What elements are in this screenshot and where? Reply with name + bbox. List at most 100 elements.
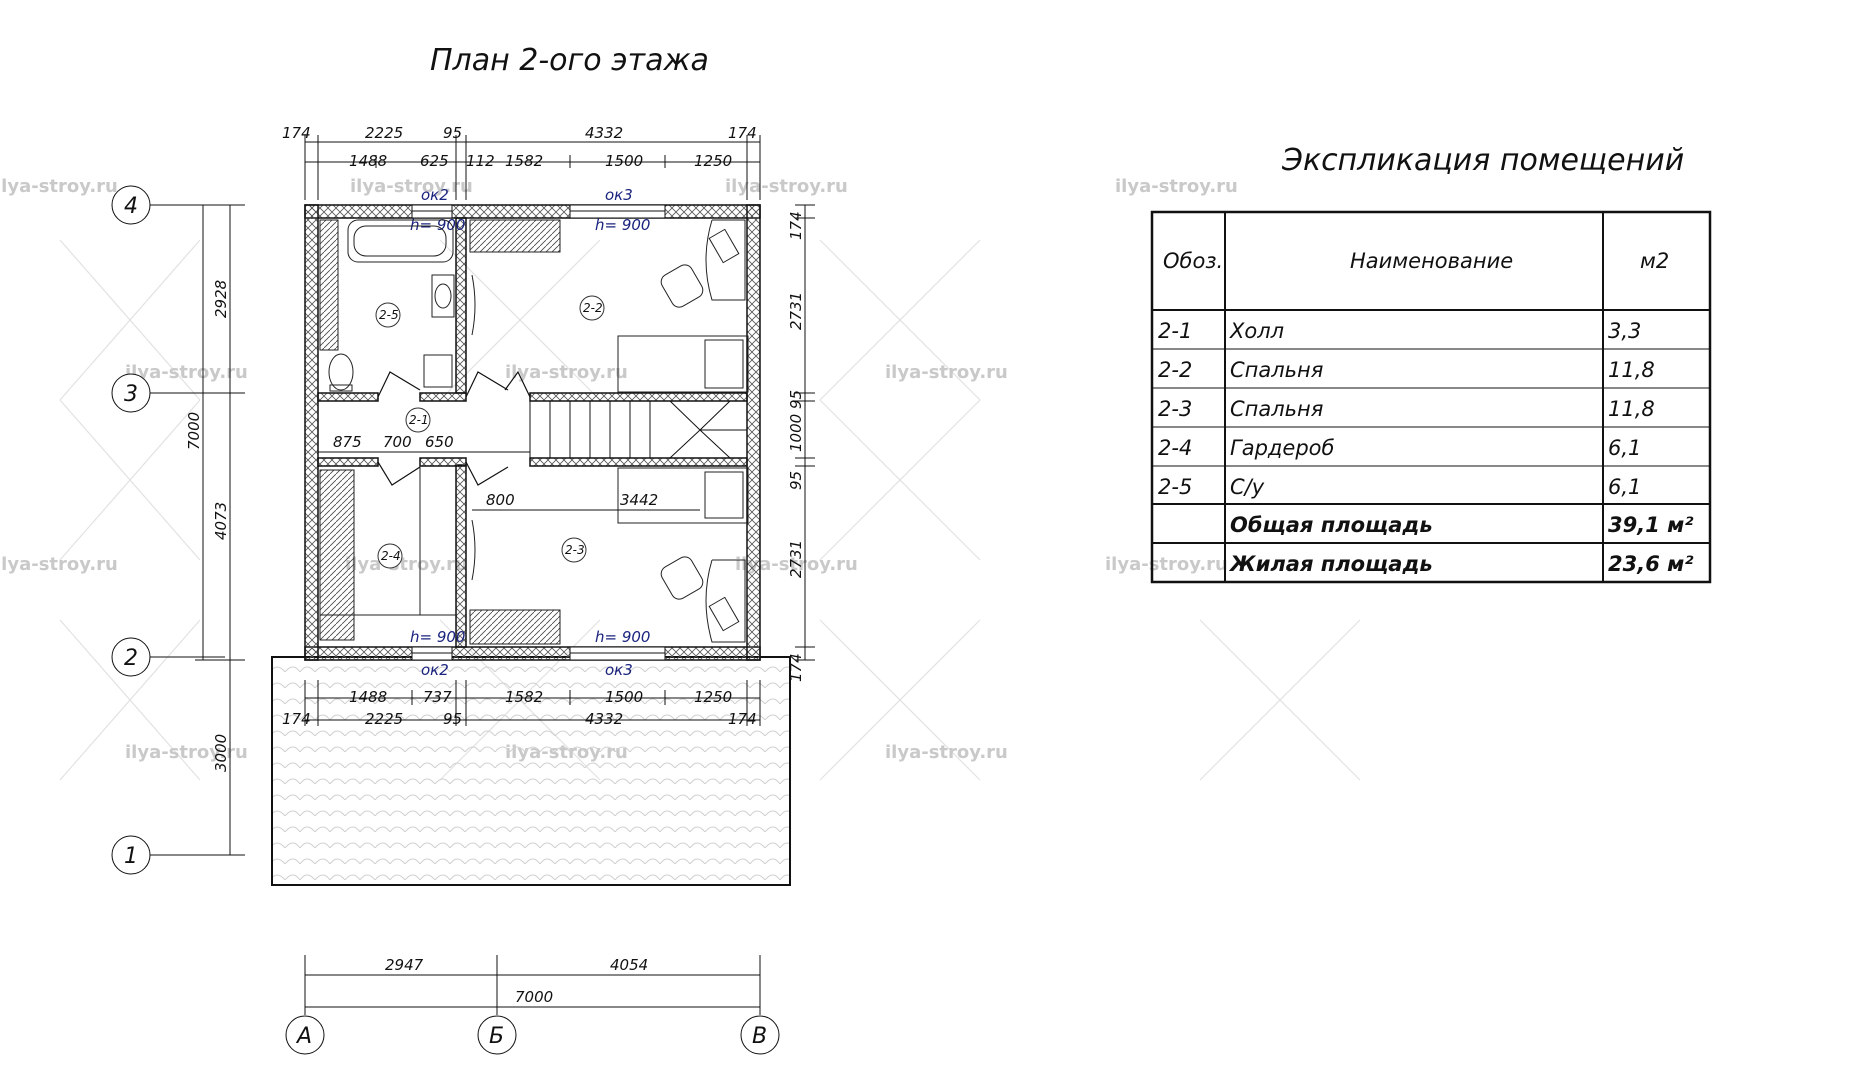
dim-top-outer-0: 174 <box>282 124 311 142</box>
dim-top-outer-3: 4332 <box>585 124 623 142</box>
dim-top-outer-1: 2225 <box>365 124 403 142</box>
window-label-ok3-bottom: ок3 <box>605 661 633 679</box>
axis-columns <box>285 955 780 1055</box>
svg-text:ilya-stroy.ru: ilya-stroy.ru <box>725 176 848 197</box>
table-row-0-name: Холл <box>1229 319 1284 343</box>
dim-inner-3442: 3442 <box>620 491 658 509</box>
window-label-ok2-bottom: ок2 <box>421 661 449 679</box>
dim-left-7000: 7000 <box>185 412 203 450</box>
dim-left-3000: 3000 <box>212 734 230 772</box>
dim-inner-800: 800 <box>486 491 515 509</box>
dim-bottom-inner-4: 1250 <box>694 688 732 706</box>
svg-text:ilya-stroy.ru: ilya-stroy.ru <box>0 176 118 197</box>
svg-text:ilya-stroy.ru: ilya-stroy.ru <box>735 554 858 575</box>
axis-row-2: 2 <box>124 646 138 671</box>
table-row-4-name: С/у <box>1230 475 1265 499</box>
dim-top-inner-1: 625 <box>420 152 449 170</box>
table-row-2-code: 2-3 <box>1158 397 1192 421</box>
dim-bottom-outer-3: 4332 <box>585 710 623 728</box>
svg-text:ilya-stroy.ru: ilya-stroy.ru <box>125 742 248 763</box>
dim-top-outer-4: 174 <box>728 124 757 142</box>
dim-top-inner-4: 1500 <box>605 152 643 170</box>
dimension-lines-bottom <box>304 680 761 726</box>
table-title: Экспликация помещений <box>1281 143 1684 178</box>
dim-top-inner-0: 1488 <box>349 152 387 170</box>
table-header-name: Наименование <box>1350 249 1513 273</box>
table-header-area: м2 <box>1640 249 1669 273</box>
dim-right-1: 2731 <box>787 292 805 330</box>
svg-text:ilya-stroy.ru: ilya-stroy.ru <box>125 362 248 383</box>
dim-bottom-inner-3: 1500 <box>605 688 643 706</box>
room-tags <box>375 295 605 569</box>
staircase <box>529 400 748 459</box>
dim-hall-875: 875 <box>333 433 362 451</box>
table-living-area: 23,6 м² <box>1608 552 1694 576</box>
table-row-1-code: 2-2 <box>1158 358 1192 382</box>
room-tag-2-5: 2-5 <box>379 308 399 322</box>
svg-text:ilya-stroy.ru: ilya-stroy.ru <box>1115 176 1238 197</box>
axis-col-v: В <box>752 1024 767 1049</box>
dim-top-inner-3: 1582 <box>505 152 543 170</box>
dim-right-4: 2731 <box>787 540 805 578</box>
svg-text:ilya-stroy.ru: ilya-stroy.ru <box>350 176 473 197</box>
room-tag-2-4: 2-4 <box>381 549 401 563</box>
dim-axis-7000: 7000 <box>515 988 553 1006</box>
dim-left-4073: 4073 <box>212 502 230 540</box>
dim-right-5: 174 <box>787 653 805 682</box>
table-row-1-area: 11,8 <box>1608 358 1655 382</box>
explication-table <box>1150 210 1712 584</box>
dim-bottom-inner-0: 1488 <box>349 688 387 706</box>
window-height-bottom-right: h= 900 <box>595 628 650 646</box>
table-total-area: 39,1 м² <box>1608 513 1694 537</box>
table-row-2-area: 11,8 <box>1608 397 1655 421</box>
table-total-name: Общая площадь <box>1230 513 1433 537</box>
dim-right-2: 1000 95 <box>787 390 805 452</box>
dim-top-inner-5: 1250 <box>694 152 732 170</box>
dim-bottom-outer-1: 2225 <box>365 710 403 728</box>
axis-col-b: Б <box>489 1024 504 1049</box>
dim-bottom-outer-4: 174 <box>728 710 757 728</box>
dim-hall-700: 700 <box>383 433 412 451</box>
furniture <box>319 219 749 645</box>
table-row-0-code: 2-1 <box>1158 319 1192 343</box>
room-tag-2-3: 2-3 <box>565 543 585 557</box>
walls <box>304 204 761 661</box>
room-tag-2-2: 2-2 <box>583 301 603 315</box>
dim-axis-2947: 2947 <box>385 956 424 974</box>
dim-axis-4054: 4054 <box>610 956 648 974</box>
plan-title: План 2-ого этажа <box>430 43 709 78</box>
dimension-lines-top <box>304 135 761 200</box>
watermark-pattern <box>59 239 1361 781</box>
window-height-top-left: h= 900 <box>410 216 465 234</box>
table-row-4-area: 6,1 <box>1608 475 1641 499</box>
window-height-bottom-left: h= 900 <box>410 628 465 646</box>
dim-hall-650: 650 <box>425 433 454 451</box>
table-header-code: Обоз. <box>1163 249 1223 273</box>
dim-bottom-inner-1: 737 <box>423 688 452 706</box>
axis-col-a: А <box>295 1024 312 1049</box>
window-label-ok3-top: ок3 <box>605 186 633 204</box>
table-living-name: Жилая площадь <box>1228 552 1433 576</box>
svg-text:ilya-stroy.ru: ilya-stroy.ru <box>885 362 1008 383</box>
dim-right-0: 174 <box>787 211 805 240</box>
svg-text:ilya-stroy.ru: ilya-stroy.ru <box>505 362 628 383</box>
svg-text:ilya-stroy.ru: ilya-stroy.ru <box>0 554 118 575</box>
axis-row-3: 3 <box>124 382 138 407</box>
svg-text:ilya-stroy.ru: ilya-stroy.ru <box>345 554 468 575</box>
doors <box>377 370 531 486</box>
axis-row-4: 4 <box>124 194 138 219</box>
table-row-2-name: Спальня <box>1230 397 1323 421</box>
svg-text:ilya-stroy.ru: ilya-stroy.ru <box>1105 554 1228 575</box>
room-tag-2-1: 2-1 <box>409 413 429 427</box>
axis-row-1: 1 <box>124 844 138 869</box>
axis-rows <box>111 185 225 875</box>
dim-right-3: 95 <box>787 471 805 490</box>
table-row-4-code: 2-5 <box>1158 475 1192 499</box>
dim-left-2928: 2928 <box>212 280 230 318</box>
windows <box>411 204 666 661</box>
table-row-3-code: 2-4 <box>1158 436 1192 460</box>
table-row-3-name: Гардероб <box>1230 436 1335 460</box>
dim-bottom-outer-2: 95 <box>443 710 462 728</box>
window-height-top-right: h= 900 <box>595 216 650 234</box>
roof-terrace <box>271 656 791 886</box>
